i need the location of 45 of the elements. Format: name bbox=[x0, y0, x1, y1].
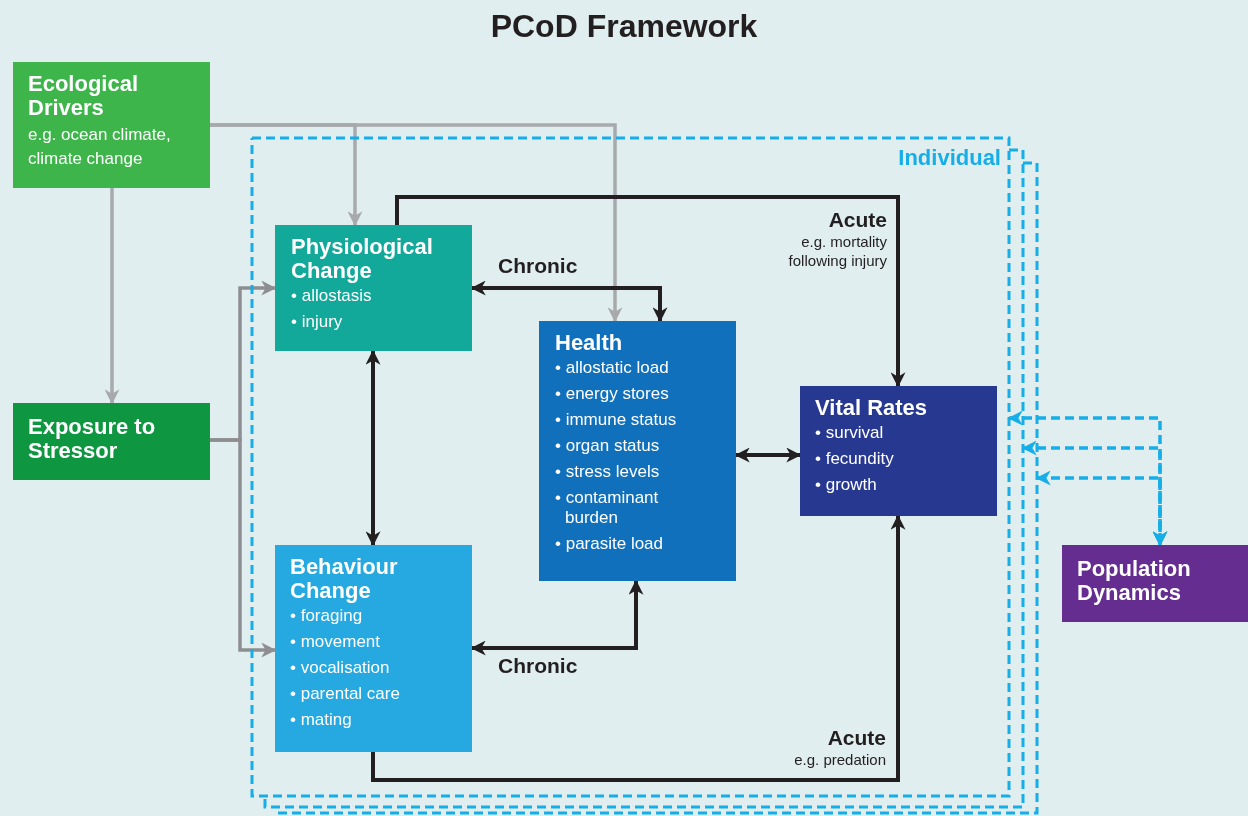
arrow bbox=[104, 188, 120, 405]
box-heading: Vital Rates bbox=[815, 396, 929, 420]
edge-label: Acute e.g. predation bbox=[793, 726, 886, 769]
list-item: • contaminant burden bbox=[555, 488, 660, 528]
process-box bbox=[1062, 545, 1248, 622]
arrow bbox=[210, 123, 623, 323]
process-box bbox=[539, 321, 736, 581]
box-subtext: e.g. ocean climate, climate change bbox=[28, 124, 172, 170]
box-heading: Ecological Drivers bbox=[28, 72, 140, 120]
edge-label: Chronic bbox=[498, 656, 578, 675]
arrow bbox=[365, 349, 381, 547]
arrow bbox=[210, 438, 277, 658]
process-box bbox=[13, 403, 210, 480]
edge-label: Chronic bbox=[498, 256, 578, 275]
box-heading: Health bbox=[555, 331, 624, 355]
list-item: • survival bbox=[815, 423, 885, 443]
list-item: • injury bbox=[291, 312, 344, 332]
list-item: • immune status bbox=[555, 410, 678, 430]
list-item: • allostatic load bbox=[555, 358, 670, 378]
list-item: • mating bbox=[290, 710, 353, 730]
process-box bbox=[13, 62, 210, 188]
diagram-title: PCoD Framework bbox=[489, 8, 759, 45]
stacked-dashed-frame bbox=[251, 137, 1039, 816]
edge-label: Acute e.g. mortality following injury bbox=[787, 208, 887, 270]
list-item: • growth bbox=[815, 475, 878, 495]
list-item: • vocalisation bbox=[290, 658, 391, 678]
list-item: • foraging bbox=[290, 606, 364, 626]
box-heading: Behaviour Change bbox=[290, 555, 399, 603]
process-box bbox=[800, 386, 997, 516]
arrow bbox=[395, 195, 906, 388]
list-item: • parental care bbox=[290, 684, 401, 704]
list-item: • stress levels bbox=[555, 462, 661, 482]
process-box bbox=[275, 545, 472, 752]
box-heading: Exposure to Stressor bbox=[28, 415, 157, 463]
list-item: • allostasis bbox=[291, 286, 373, 306]
list-item: • parasite load bbox=[555, 534, 665, 554]
list-item: • energy stores bbox=[555, 384, 670, 404]
list-item: • organ status bbox=[555, 436, 661, 456]
box-heading: Population Dynamics bbox=[1077, 557, 1192, 605]
process-box bbox=[275, 225, 472, 351]
frame-label: Individual bbox=[898, 145, 1001, 171]
list-item: • movement bbox=[290, 632, 382, 652]
box-heading: Physiological Change bbox=[291, 235, 434, 283]
list-item: • fecundity bbox=[815, 449, 895, 469]
arrow bbox=[371, 514, 906, 782]
